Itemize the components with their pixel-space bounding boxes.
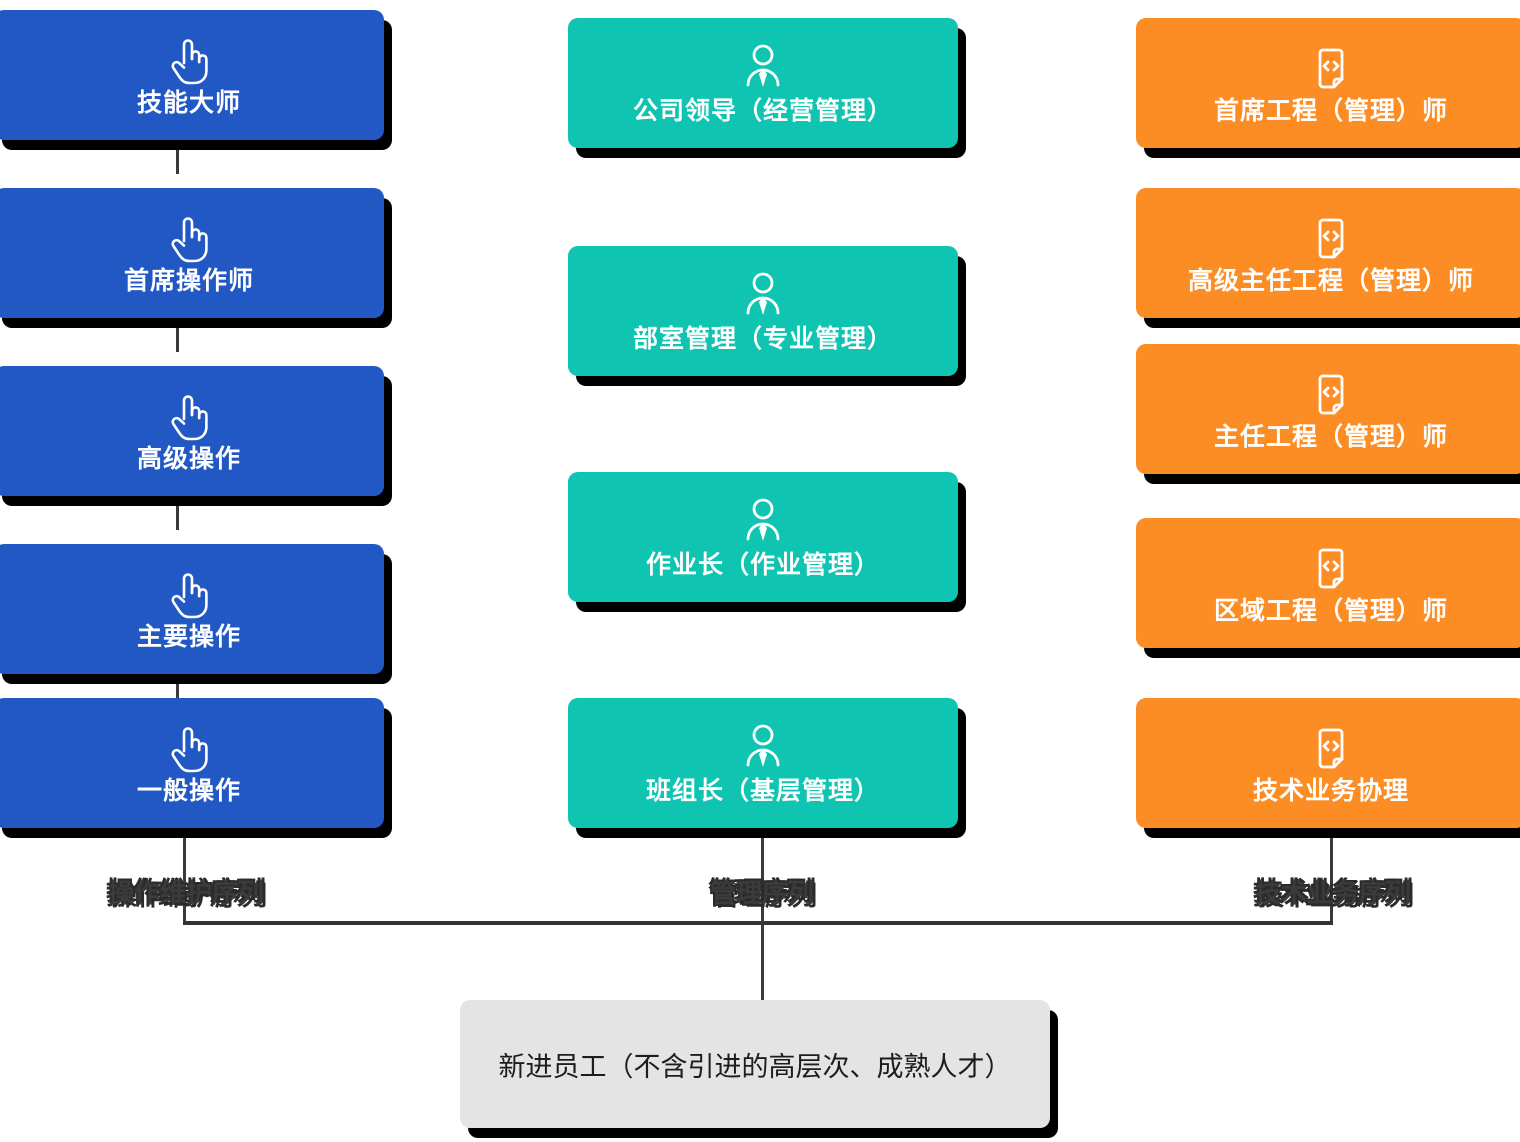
node-label: 主要操作	[136, 623, 241, 652]
person-tie-icon	[737, 40, 789, 96]
connector-blue-3-4	[176, 496, 179, 530]
sequence-label-operation: 操作维护序列	[108, 878, 265, 908]
connector-riser-management	[761, 828, 764, 925]
node-label: 高级操作	[136, 445, 241, 474]
node-management-1[interactable]: 公司领导（经营管理）	[568, 18, 958, 148]
node-management-4[interactable]: 班组长（基层管理）	[568, 698, 958, 828]
node-technical-5[interactable]: 技术业务协理	[1136, 698, 1520, 828]
node-operation-4[interactable]: 主要操作	[0, 544, 384, 674]
node-label: 主任工程（管理）师	[1213, 423, 1448, 452]
node-technical-4[interactable]: 区域工程（管理）师	[1136, 518, 1520, 648]
node-technical-3[interactable]: 主任工程（管理）师	[1136, 344, 1520, 474]
person-tie-icon	[737, 494, 789, 550]
code-document-icon	[1305, 210, 1357, 266]
code-document-icon	[1305, 366, 1357, 422]
sequence-label-management: 管理序列	[710, 878, 815, 908]
connector-riser-technical	[1330, 828, 1333, 925]
hand-pointer-icon	[163, 32, 215, 88]
sequence-label-technical: 技术业务序列	[1255, 878, 1412, 908]
hand-pointer-icon	[163, 720, 215, 776]
connector-blue-4-5	[176, 674, 179, 708]
node-operation-1[interactable]: 技能大师	[0, 10, 384, 140]
node-label: 首席操作师	[123, 267, 254, 296]
connector-riser-operation	[183, 828, 186, 925]
node-operation-3[interactable]: 高级操作	[0, 366, 384, 496]
node-technical-2[interactable]: 高级主任工程（管理）师	[1136, 188, 1520, 318]
connector-blue-2-3	[176, 318, 179, 352]
hand-pointer-icon	[163, 210, 215, 266]
connector-horizontal-bus	[183, 921, 1333, 925]
node-operation-2[interactable]: 首席操作师	[0, 188, 384, 318]
node-operation-5[interactable]: 一般操作	[0, 698, 384, 828]
node-label: 技能大师	[136, 89, 241, 118]
code-document-icon	[1305, 40, 1357, 96]
node-label: 部室管理（专业管理）	[632, 325, 893, 354]
person-tie-icon	[737, 720, 789, 776]
node-management-3[interactable]: 作业长（作业管理）	[568, 472, 958, 602]
code-document-icon	[1305, 720, 1357, 776]
connector-drop-to-root	[761, 921, 764, 1003]
node-label: 新进员工（不含引进的高层次、成熟人才）	[498, 1051, 1012, 1082]
node-label: 高级主任工程（管理）师	[1187, 267, 1474, 296]
node-label: 作业长（作业管理）	[645, 551, 880, 580]
node-label: 区域工程（管理）师	[1213, 597, 1448, 626]
node-technical-1[interactable]: 首席工程（管理）师	[1136, 18, 1520, 148]
node-label: 技术业务协理	[1252, 777, 1409, 806]
hand-pointer-icon	[163, 388, 215, 444]
person-tie-icon	[737, 268, 789, 324]
node-label: 公司领导（经营管理）	[632, 97, 893, 126]
node-label: 一般操作	[136, 777, 241, 806]
node-label: 班组长（基层管理）	[645, 777, 880, 806]
node-label: 首席工程（管理）师	[1213, 97, 1448, 126]
node-management-2[interactable]: 部室管理（专业管理）	[568, 246, 958, 376]
connector-blue-1-2	[176, 140, 179, 174]
code-document-icon	[1305, 540, 1357, 596]
node-new-employee[interactable]: 新进员工（不含引进的高层次、成熟人才）	[460, 1000, 1050, 1128]
hand-pointer-icon	[163, 566, 215, 622]
